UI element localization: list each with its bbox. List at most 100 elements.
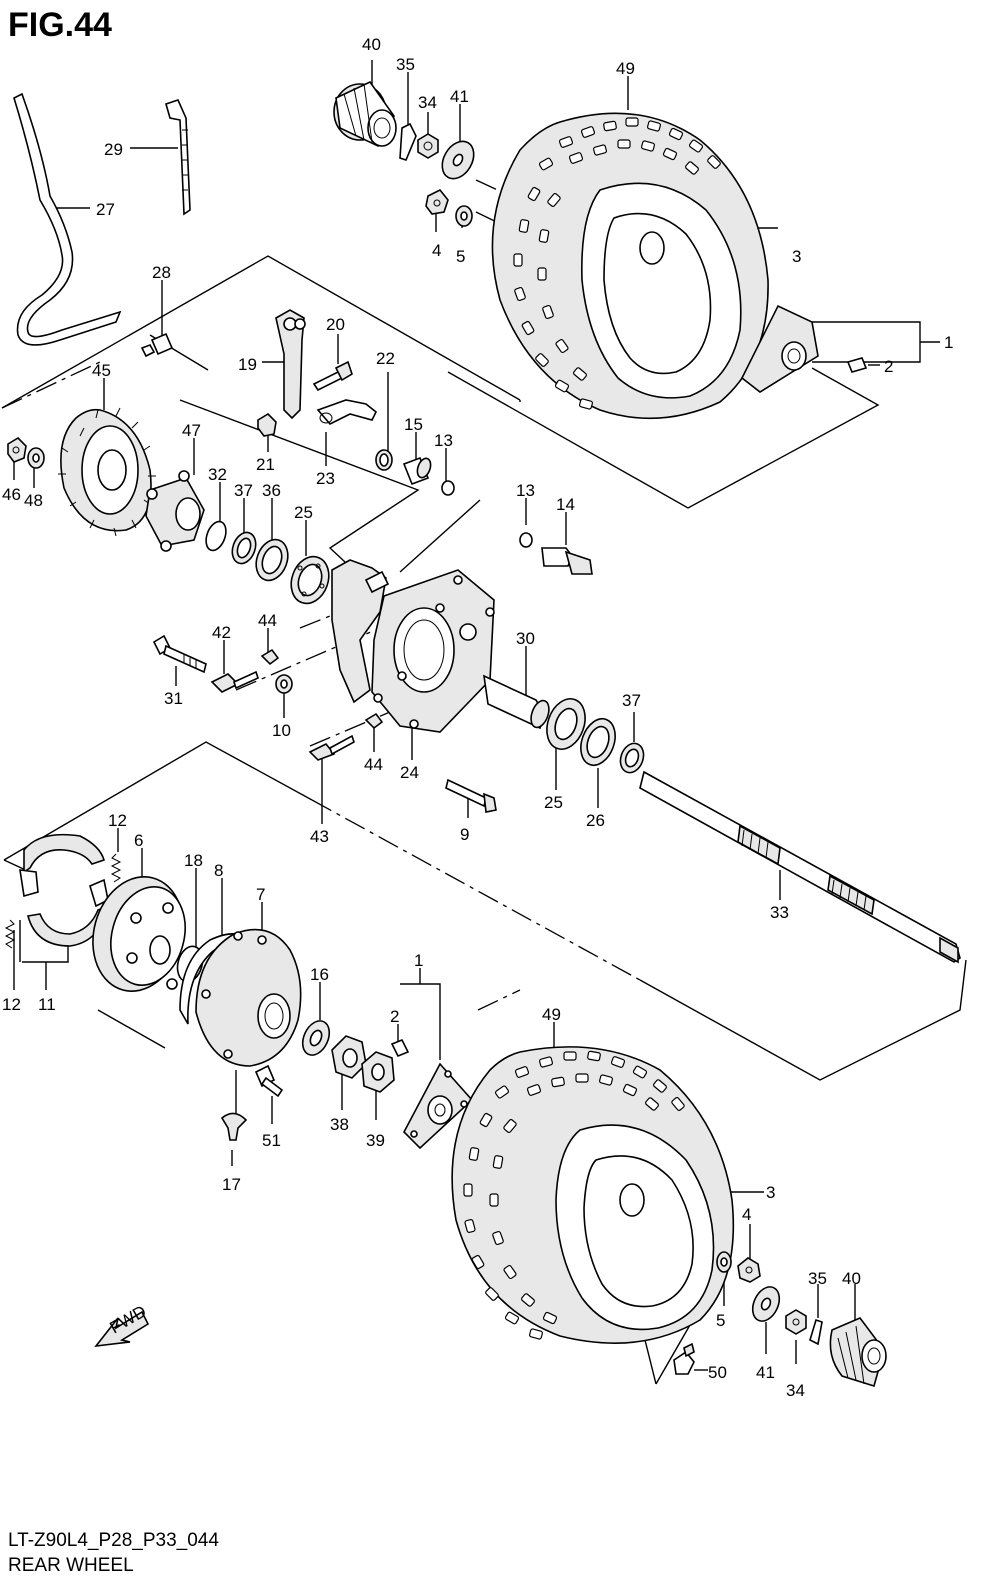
callout-label-5: 5 (456, 247, 465, 266)
callout-label-13: 13 (434, 431, 453, 450)
callout-label-26: 26 (586, 811, 605, 830)
part-47-sprocket-hub (145, 470, 205, 552)
part-12-spring-lower (4, 919, 16, 949)
part-10-washer (275, 674, 293, 694)
callout-label-12: 12 (2, 995, 21, 1014)
assembly-frame-lower (3, 741, 967, 1081)
part-37-oil-seal-right (619, 742, 645, 774)
callout-label-1: 1 (414, 951, 423, 970)
part-6-brake-drum (92, 876, 186, 992)
part-29-cable-tie (165, 99, 191, 216)
callout-label-17: 17 (222, 1175, 241, 1194)
part-21-nut (257, 412, 277, 437)
callout-label-9: 9 (460, 825, 469, 844)
callout-label-38: 38 (330, 1115, 349, 1134)
part-46-nut (7, 436, 27, 463)
part-2-bolt-upper (846, 357, 868, 373)
part-49-rear-tire-lower (451, 1046, 735, 1344)
part-35-cotter-pin-lower (809, 1318, 823, 1346)
callout-label-3: 3 (766, 1183, 775, 1202)
part-44-nut-lower (364, 712, 384, 730)
callout-label-49: 49 (616, 59, 635, 78)
figure-name: REAR WHEEL (8, 1555, 134, 1576)
part-32-circlip (205, 520, 227, 552)
part-14-sensor-switch (541, 547, 593, 575)
callout-label-1: 1 (944, 333, 953, 352)
callout-label-6: 6 (134, 831, 143, 850)
part-49-rear-tire-upper (491, 112, 769, 420)
part-5-washer-upper (455, 205, 473, 227)
callout-label-15: 15 (404, 415, 423, 434)
callout-label-30: 30 (516, 629, 535, 648)
part-31-bolt (152, 634, 207, 674)
part-4-nut-upper (425, 188, 449, 215)
part-41-washer-upper (441, 140, 475, 180)
part-17-plug (220, 1112, 248, 1141)
callout-label-13: 13 (516, 481, 535, 500)
callout-label-39: 39 (366, 1131, 385, 1150)
part-12-spring-upper (110, 853, 122, 883)
callout-label-44: 44 (258, 611, 277, 630)
callout-label-40: 40 (842, 1269, 861, 1288)
callout-label-10: 10 (272, 721, 291, 740)
callout-label-4: 4 (742, 1205, 751, 1224)
part-37-oil-seal-left (231, 531, 257, 565)
part-15-bushing (402, 456, 432, 486)
callout-label-46: 46 (2, 485, 21, 504)
callout-label-48: 48 (24, 491, 43, 510)
callout-label-41: 41 (756, 1363, 775, 1382)
lower-tire-tread (463, 1050, 685, 1340)
callout-label-42: 42 (212, 623, 231, 642)
callout-label-29: 29 (104, 140, 123, 159)
part-45-sprocket (58, 407, 156, 537)
callout-label-35: 35 (396, 55, 415, 74)
callout-label-44: 44 (364, 755, 383, 774)
upper-tire-tread (513, 117, 721, 410)
callout-label-40: 40 (362, 35, 381, 54)
part-36-bearing (255, 538, 289, 582)
callout-label-31: 31 (164, 689, 183, 708)
part-7-brake-cover (195, 928, 302, 1067)
part-50-valve (673, 1342, 695, 1375)
part-51-bolt (254, 1064, 284, 1098)
callout-label-23: 23 (316, 469, 335, 488)
part-2-bolt-lower (390, 1038, 410, 1058)
part-25-bearing-left (290, 555, 330, 605)
callout-label-8: 8 (214, 861, 223, 880)
part-27-breather-hose (13, 92, 122, 346)
callout-label-37: 37 (622, 691, 641, 710)
callout-label-50: 50 (708, 1363, 727, 1382)
part-41-washer-lower (751, 1286, 781, 1322)
callout-label-34: 34 (786, 1381, 805, 1400)
callout-label-16: 16 (310, 965, 329, 984)
part-20-bolt (312, 360, 353, 392)
part-22-seal (375, 449, 393, 471)
callout-label-47: 47 (182, 421, 201, 440)
part-24-axle-housing (331, 559, 495, 733)
callout-label-25: 25 (294, 503, 313, 522)
part-40-hub-cap-lower (829, 1317, 887, 1388)
callout-label-20: 20 (326, 315, 345, 334)
callout-label-2: 2 (390, 1007, 399, 1026)
callout-label-3: 3 (792, 247, 801, 266)
part-48-washer (27, 447, 45, 469)
part-30-spacer-sleeve (483, 674, 550, 730)
callout-label-32: 32 (208, 465, 227, 484)
callout-label-12: 12 (108, 811, 127, 830)
part-9-bolt (445, 778, 497, 813)
part-33-rear-axle (639, 770, 961, 964)
part-42-bolt-plate (210, 670, 259, 693)
callout-label-19: 19 (238, 355, 257, 374)
callout-label-18: 18 (184, 851, 203, 870)
part-13-o-ring-left (441, 480, 455, 496)
callout-label-41: 41 (450, 87, 469, 106)
callout-label-14: 14 (556, 495, 575, 514)
callout-label-24: 24 (400, 763, 419, 782)
part-40-hub-cap-upper (333, 80, 397, 148)
part-44-nut-upper (260, 648, 280, 666)
callout-label-7: 7 (256, 885, 265, 904)
callout-label-34: 34 (418, 93, 437, 112)
part-39-lock-nut (361, 1051, 395, 1093)
